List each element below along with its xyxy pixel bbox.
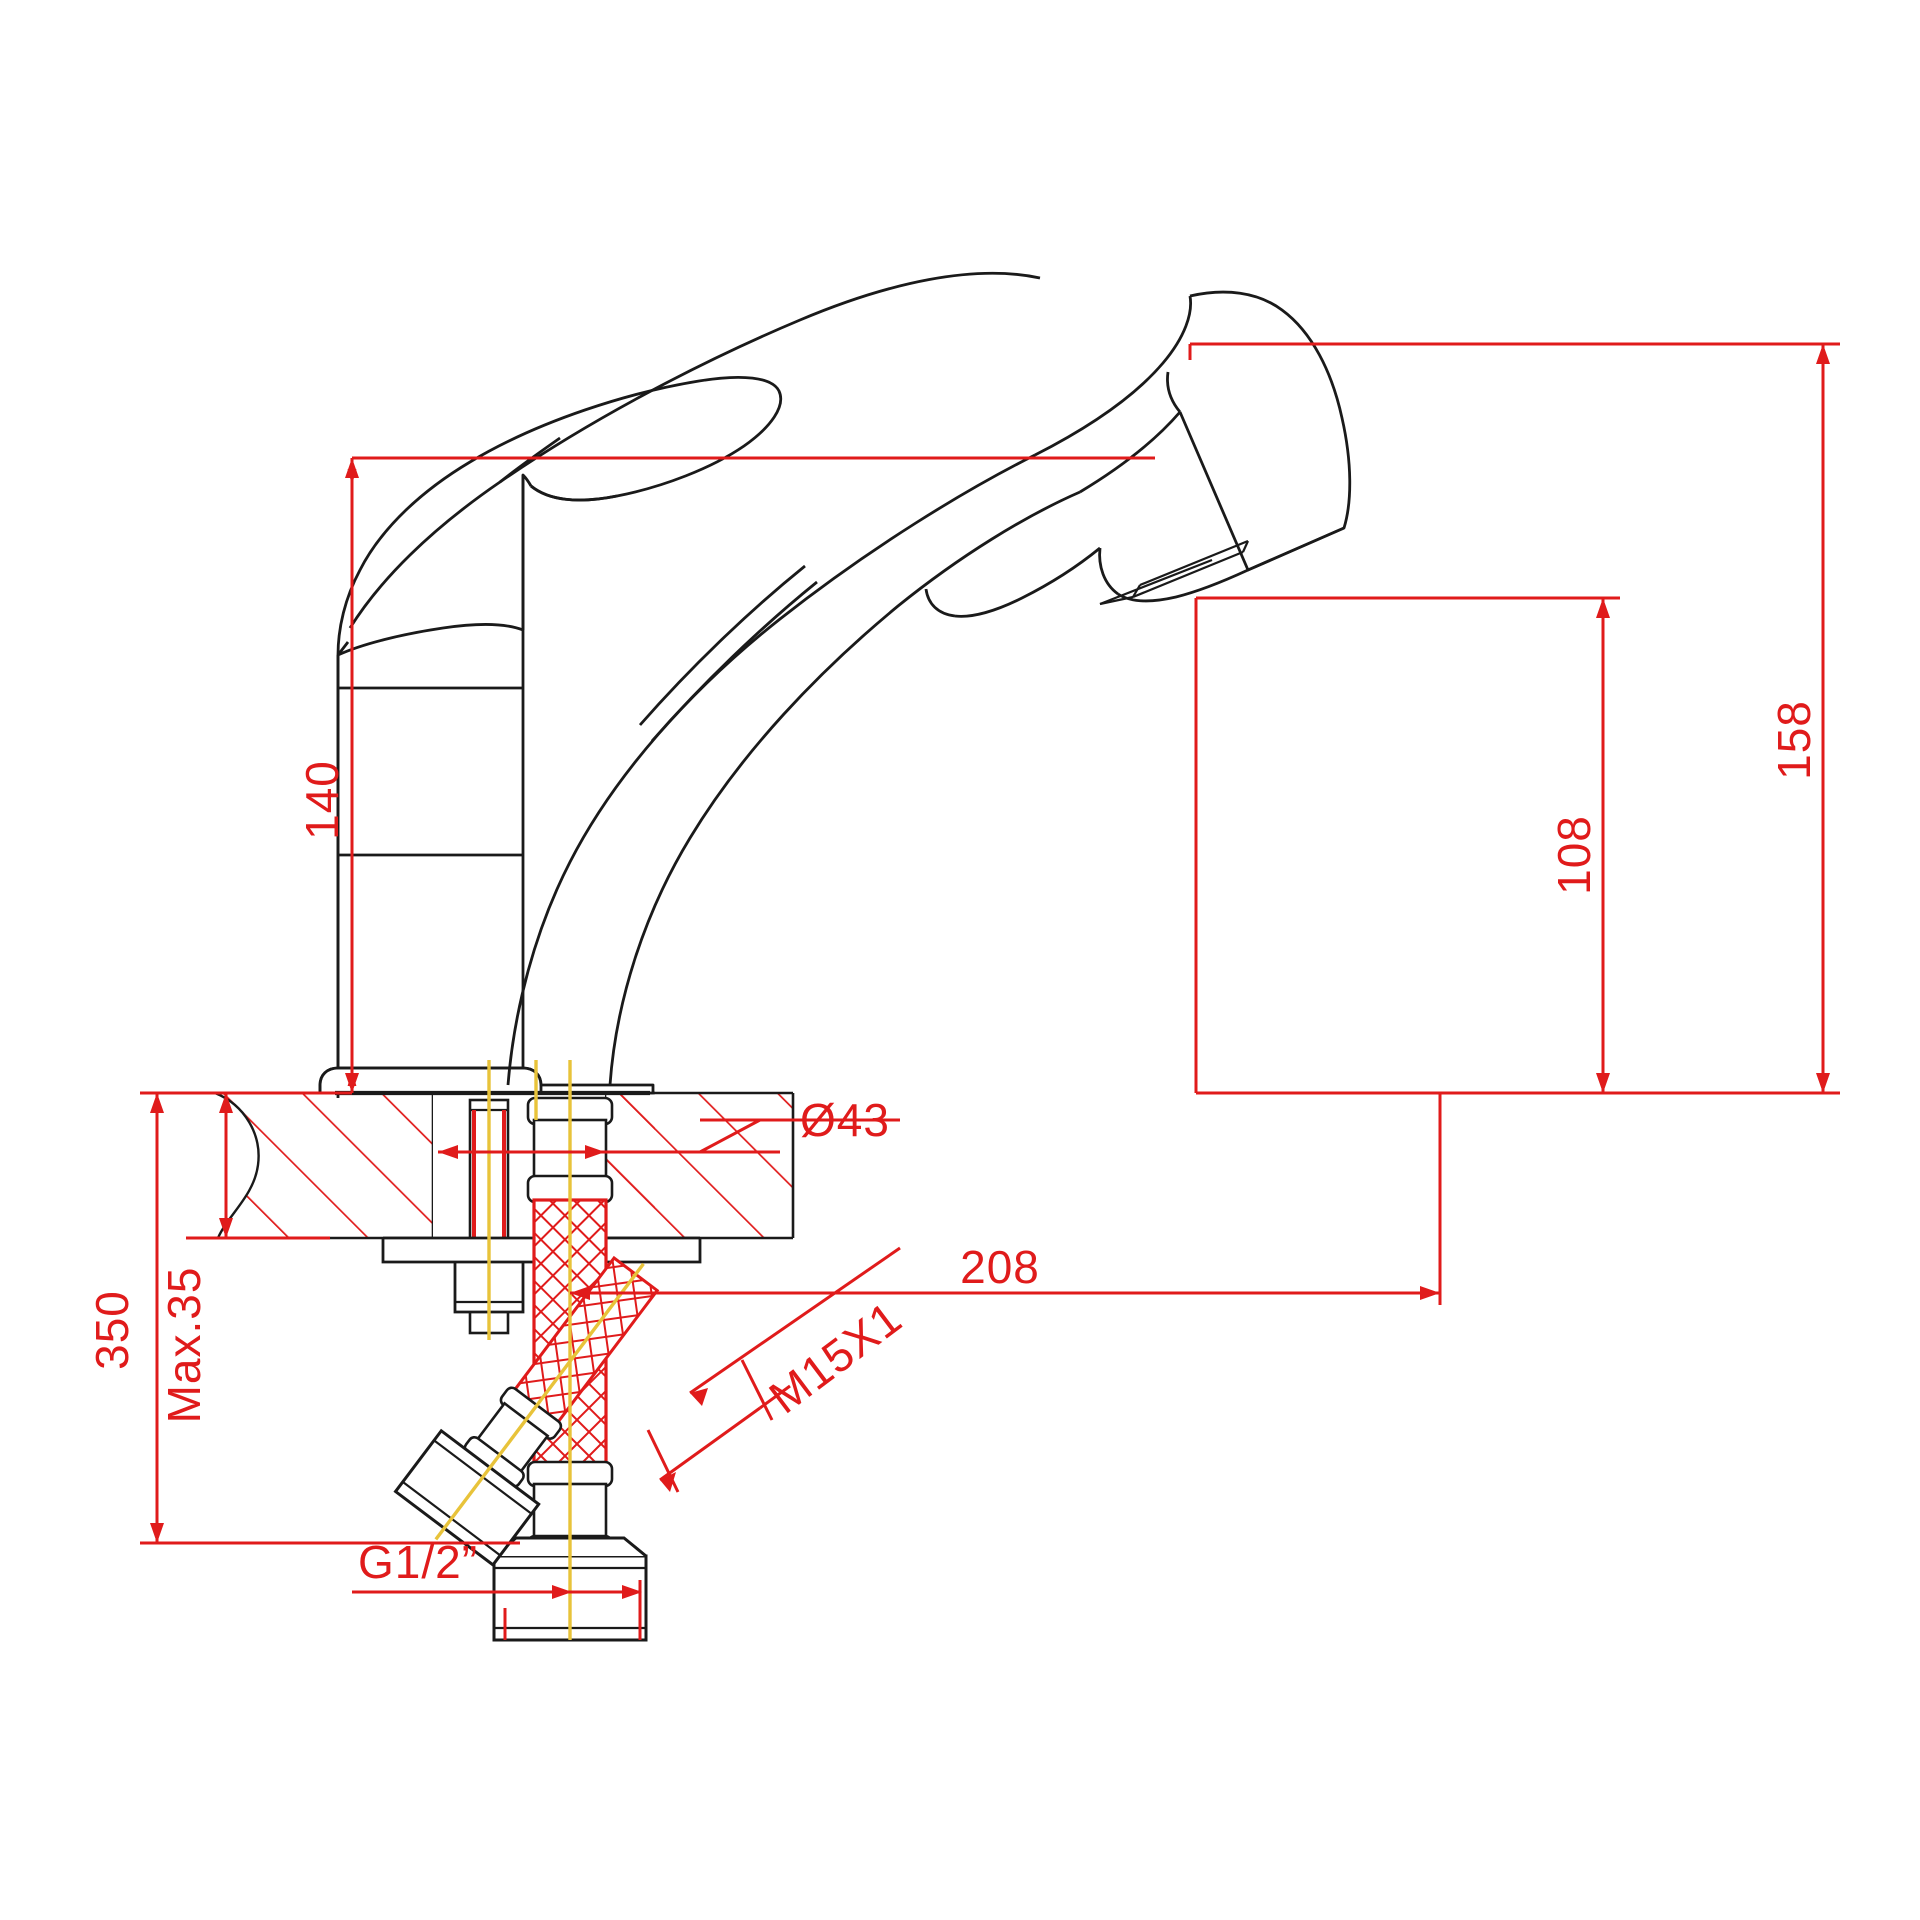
dim-label-208: 208 [960, 1241, 1040, 1293]
dim-label-max35: Max.35 [158, 1267, 210, 1424]
leader-m15x1 [689, 1246, 901, 1395]
dim-line-m15x1 [659, 1406, 761, 1482]
dim-label-dia43: Ø43 [800, 1094, 890, 1146]
centerlines [434, 1060, 645, 1640]
dim-label-140: 140 [296, 760, 348, 840]
dim-label-158: 158 [1768, 700, 1820, 780]
dim-label-350: 350 [86, 1290, 138, 1370]
dimension-lines [140, 342, 1840, 1640]
dim-label-g12: G1/2” [358, 1536, 478, 1588]
dim-label-108: 108 [1548, 815, 1600, 895]
